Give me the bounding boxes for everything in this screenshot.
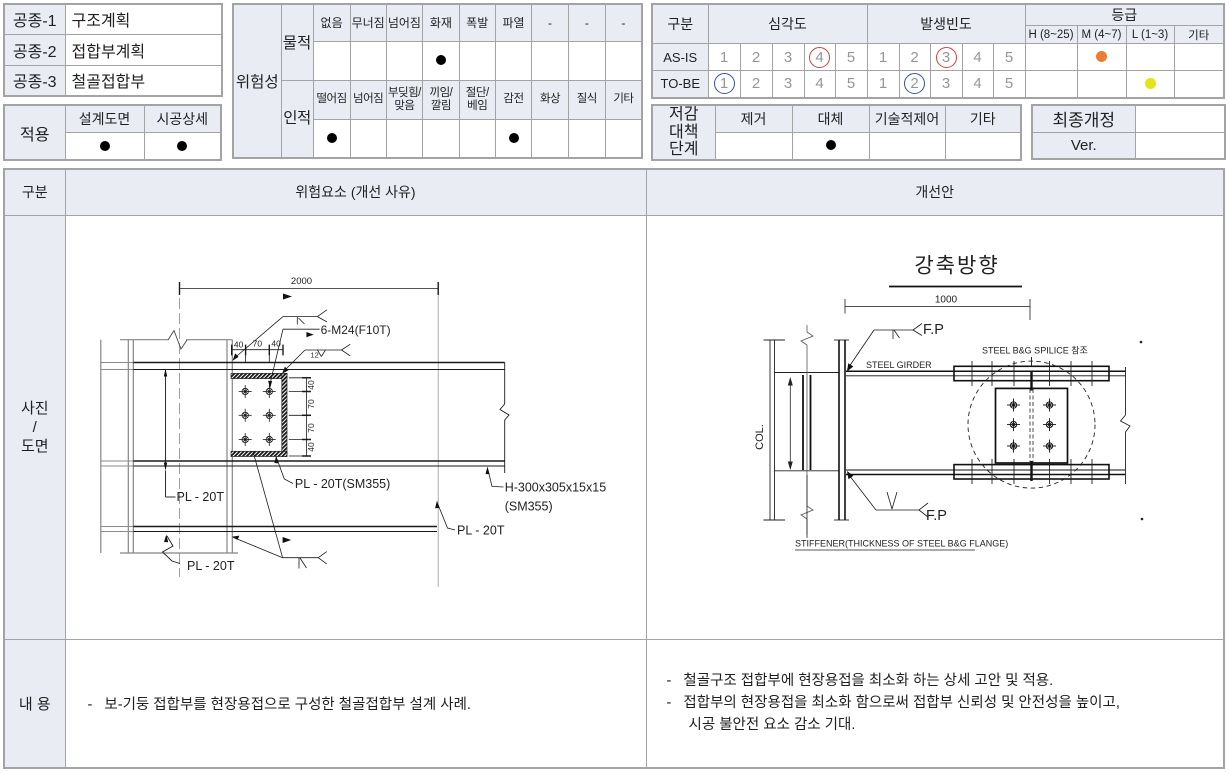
svg-text:강축방향: 강축방향	[914, 255, 999, 278]
svg-text:PL - 20T: PL - 20T	[177, 490, 225, 504]
svg-text:6-M24(F10T): 6-M24(F10T)	[321, 323, 391, 337]
svg-text:40: 40	[234, 340, 244, 350]
svg-text:STEEL GIRDER: STEEL GIRDER	[866, 360, 932, 370]
svg-text:70: 70	[306, 399, 316, 409]
svg-text:40: 40	[271, 339, 281, 349]
svg-text:COL.: COL.	[754, 424, 766, 450]
svg-text:40: 40	[306, 442, 316, 452]
svg-text:(SM355): (SM355)	[505, 500, 553, 514]
svg-text:70: 70	[306, 423, 316, 433]
svg-text:PL - 20T(SM355): PL - 20T(SM355)	[295, 477, 390, 491]
svg-text:2000: 2000	[291, 276, 312, 287]
svg-text:PL - 20T: PL - 20T	[457, 524, 505, 538]
svg-text:STEEL B&G SPILICE 참조: STEEL B&G SPILICE 참조	[982, 346, 1088, 356]
svg-text:12: 12	[311, 351, 319, 360]
svg-text:1000: 1000	[935, 295, 958, 306]
svg-text:STIFFENER(THICKNESS OF STEEL B: STIFFENER(THICKNESS OF STEEL B&G FLANGE)	[795, 539, 1008, 549]
svg-text:F.P: F.P	[926, 508, 947, 524]
svg-text:H-300x305x15x15: H-300x305x15x15	[505, 481, 607, 495]
svg-text:PL - 20T: PL - 20T	[187, 559, 235, 573]
svg-text:F.P: F.P	[923, 322, 944, 338]
svg-text:70: 70	[253, 339, 263, 349]
svg-text:40: 40	[306, 380, 316, 390]
